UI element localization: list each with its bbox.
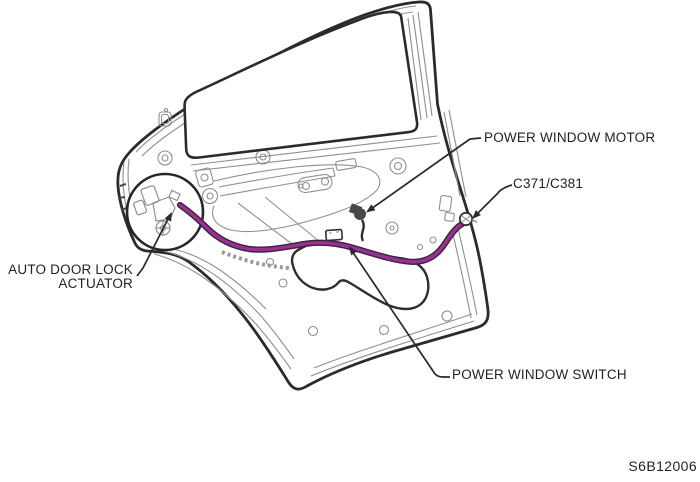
power-window-switch-leader [351, 250, 450, 378]
actuator-leader [136, 218, 169, 277]
auto-door-lock-actuator-label-line2: ACTUATOR [58, 276, 133, 291]
arrowhead-connector [472, 210, 481, 219]
connector-leader [476, 184, 513, 215]
figure-code: S6B12006 [628, 458, 697, 474]
power-window-switch-connector [324, 228, 344, 242]
power-window-motor-label: POWER WINDOW MOTOR [484, 130, 656, 145]
power-window-motor-leader [370, 137, 482, 210]
window-opening [183, 10, 419, 160]
wiring-harness [176, 201, 468, 265]
auto-door-lock-actuator-label-line1: AUTO DOOR LOCK [8, 262, 133, 277]
power-window-switch-label: POWER WINDOW SWITCH [452, 367, 627, 382]
harness-conduit-texture [221, 250, 290, 270]
connector-label: C371/C381 [513, 176, 584, 191]
arrowhead-switch [349, 246, 357, 256]
auto-door-lock-actuator-label: AUTO DOOR LOCK ACTUATOR [0, 263, 133, 291]
actuator-detail-callout [125, 172, 205, 252]
power-window-motor [348, 203, 366, 242]
connector-c371-c381 [458, 211, 478, 227]
arrowhead-actuator [164, 212, 172, 222]
arrowhead-motor [366, 204, 376, 213]
